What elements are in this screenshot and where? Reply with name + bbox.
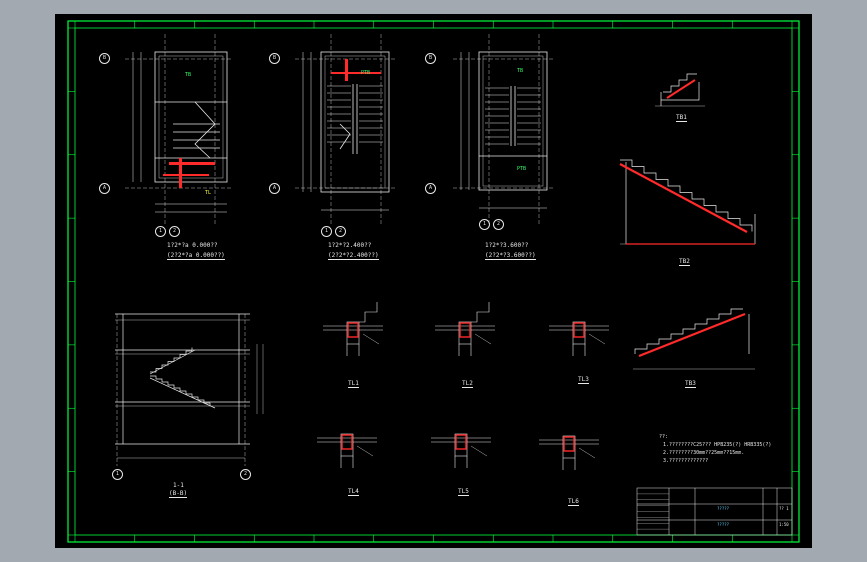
title-block-sheet: ?? 1 bbox=[779, 506, 789, 511]
axis-bubble-a-plan2: A bbox=[269, 183, 280, 194]
stair-label-tb3: TB3 bbox=[685, 380, 696, 388]
svg-text:PTB: PTB bbox=[361, 70, 370, 76]
axis-bubble-1-plan3: 1 bbox=[479, 219, 490, 230]
beam-label-tl3: TL3 bbox=[578, 376, 589, 384]
section-subtitle: (B-B) bbox=[169, 490, 188, 498]
notes-item-1: 1.????????C25??? HPB235(?) HRB335(?) bbox=[663, 442, 772, 448]
plan-3 bbox=[453, 34, 555, 224]
plan-2-subtitle: (2?2*?2.400??) bbox=[328, 252, 379, 260]
beam-section-tl5 bbox=[431, 433, 491, 468]
plan-3-title: 1?2*?3.600?? bbox=[485, 242, 529, 249]
plan-1-beam-highlight-2 bbox=[179, 158, 182, 188]
beam-label-tl2: TL2 bbox=[462, 380, 473, 388]
plan-1 bbox=[125, 34, 233, 224]
svg-text:TL: TL bbox=[205, 190, 211, 196]
beam-section-tl2 bbox=[435, 302, 495, 356]
notes-item-2: 2.????????30mm??25mm??15mm. bbox=[663, 450, 745, 456]
drawing-sheet: TB TL PTB bbox=[67, 20, 800, 543]
title-block-project: ????? bbox=[717, 506, 730, 511]
notes-heading: ??: bbox=[659, 434, 669, 440]
axis-bubble-2-plan2: 2 bbox=[335, 226, 346, 237]
axis-bubble-b-plan1: B bbox=[99, 53, 110, 64]
svg-text:PTB: PTB bbox=[517, 166, 526, 172]
plan-2-beam-highlight-2 bbox=[331, 72, 381, 74]
section-1-1 bbox=[115, 313, 264, 466]
title-block-scale: 1:50 bbox=[779, 522, 789, 527]
axis-bubble-2-plan3: 2 bbox=[493, 219, 504, 230]
plan-3-subtitle: (2?2*?3.600??) bbox=[485, 252, 536, 260]
plan-1-column-highlight bbox=[163, 174, 209, 176]
stair-detail-tb3 bbox=[633, 314, 755, 370]
axis-bubble-b-plan2: B bbox=[269, 53, 280, 64]
beam-section-tl6 bbox=[539, 435, 599, 470]
beam-label-tl5: TL5 bbox=[458, 488, 469, 496]
axis-bubble-1-plan2: 1 bbox=[321, 226, 332, 237]
plan-2-beam-highlight bbox=[345, 59, 348, 81]
stair-label-tb2: TB2 bbox=[679, 258, 690, 266]
beam-section-tl3 bbox=[549, 321, 609, 356]
beam-section-tl4 bbox=[317, 433, 377, 468]
axis-bubble-2-plan1: 2 bbox=[169, 226, 180, 237]
stair-detail-tb1 bbox=[655, 73, 705, 107]
axis-bubble-a-plan3: A bbox=[425, 183, 436, 194]
stair-label-tb1: TB1 bbox=[676, 114, 687, 122]
plan-1-title: 1?2*?a 0.000?? bbox=[167, 242, 218, 249]
section-title: 1-1 bbox=[173, 482, 184, 489]
beam-label-tl1: TL1 bbox=[348, 380, 359, 388]
axis-bubble-1-section: 1 bbox=[112, 469, 123, 480]
beam-label-tl4: TL4 bbox=[348, 488, 359, 496]
beam-section-tl1 bbox=[323, 302, 383, 356]
axis-bubble-a-plan1: A bbox=[99, 183, 110, 194]
title-block-drawing: ????? bbox=[717, 522, 730, 527]
plan-1-subtitle: (2?2*?a 0.000??) bbox=[167, 252, 225, 260]
axis-bubble-1-plan1: 1 bbox=[155, 226, 166, 237]
svg-text:TB: TB bbox=[517, 68, 523, 74]
plan-2-title: 1?2*?2.400?? bbox=[328, 242, 372, 249]
axis-bubble-2-section: 2 bbox=[240, 469, 251, 480]
notes-item-3: 3.????????????? bbox=[663, 458, 709, 464]
plan-1-beam-highlight bbox=[169, 162, 215, 165]
axis-bubble-b-plan3: B bbox=[425, 53, 436, 64]
cad-viewport[interactable]: TB TL PTB bbox=[55, 14, 812, 548]
svg-text:TB: TB bbox=[185, 72, 191, 78]
beam-label-tl6: TL6 bbox=[568, 498, 579, 506]
